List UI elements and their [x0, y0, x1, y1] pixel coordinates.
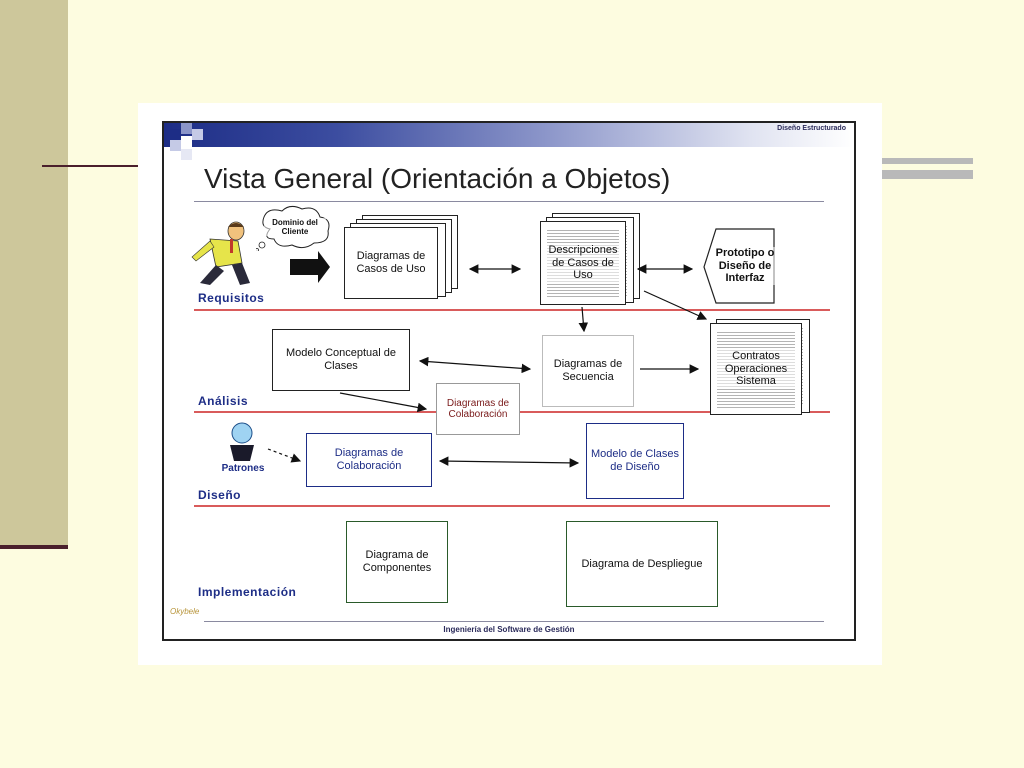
node-componentes: Diagrama de Componentes: [346, 521, 448, 603]
footer-text: Ingeniería del Software de Gestión: [443, 625, 575, 634]
connector-arrows: [267, 264, 708, 468]
slide-left-accent-line: [0, 545, 68, 549]
node-colaboracion-analisis: Diagramas de Colaboración: [436, 383, 520, 435]
lane-label-diseno: Diseño: [198, 488, 242, 502]
lane-label-implementacion: Implementación: [198, 585, 297, 599]
arrow-conceptual-colaboracion: [339, 392, 428, 413]
arrow-patrones-colaboracion: [267, 448, 302, 463]
embedded-figure: Diseño Estructurado Vista General (Orien…: [138, 103, 882, 665]
node-prototipo: Prototipo o Diseño de Interfaz: [712, 231, 778, 301]
lightbulb-person-icon: [230, 422, 254, 461]
node-modelo-diseno: Modelo de Clases de Diseño: [586, 423, 684, 499]
lane-label-requisitos: Requisitos: [198, 291, 265, 305]
node-contratos: Contratos Operaciones Sistema: [710, 323, 802, 415]
header-square: [181, 136, 192, 147]
header-tag: Diseño Estructurado: [777, 125, 846, 132]
node-colaboracion: Diagramas de Colaboración: [306, 433, 432, 487]
slide-rule-left: [42, 165, 142, 167]
header-square: [170, 129, 181, 140]
header-square: [170, 140, 181, 151]
node-modelo-conceptual: Modelo Conceptual de Clases: [272, 329, 410, 391]
arrow-descripciones-secuencia: [578, 306, 589, 333]
footer-line: [204, 621, 824, 622]
lane-separator: [194, 505, 830, 507]
slide-rule-right: [880, 158, 973, 164]
figure-frame: Diseño Estructurado Vista General (Orien…: [162, 121, 856, 641]
black-arrow-head: [318, 251, 330, 283]
black-arrow-icon: [290, 259, 320, 275]
node-secuencia: Diagramas de Secuencia: [542, 335, 634, 407]
arrow-colaboracion-modelo: [438, 456, 580, 468]
figure-title: Vista General (Orientación a Objetos): [204, 163, 671, 194]
header-square: [192, 129, 203, 140]
lane-label-analisis: Análisis: [198, 394, 249, 408]
header-square: [181, 123, 192, 134]
slide-left-accent-bar: [0, 0, 68, 545]
title-underline: [194, 201, 824, 202]
arrow-descripciones-contratos: [643, 290, 708, 320]
business-person-icon: [191, 221, 250, 285]
arrow-conceptual-secuencia: [418, 356, 532, 374]
header-square: [181, 149, 192, 160]
slide-rule-right-2: [880, 170, 973, 179]
cloud-label: Dominio del Cliente: [264, 209, 326, 245]
node-casos-uso: Diagramas de Casos de Uso: [344, 227, 438, 299]
node-descripciones: Descripciones de Casos de Uso: [540, 221, 626, 305]
node-despliegue: Diagrama de Despliegue: [566, 521, 718, 607]
header-band: [164, 123, 854, 147]
lane-separator: [194, 309, 830, 311]
label-patrones: Patrones: [219, 463, 267, 475]
logo: Okybele: [170, 607, 200, 616]
